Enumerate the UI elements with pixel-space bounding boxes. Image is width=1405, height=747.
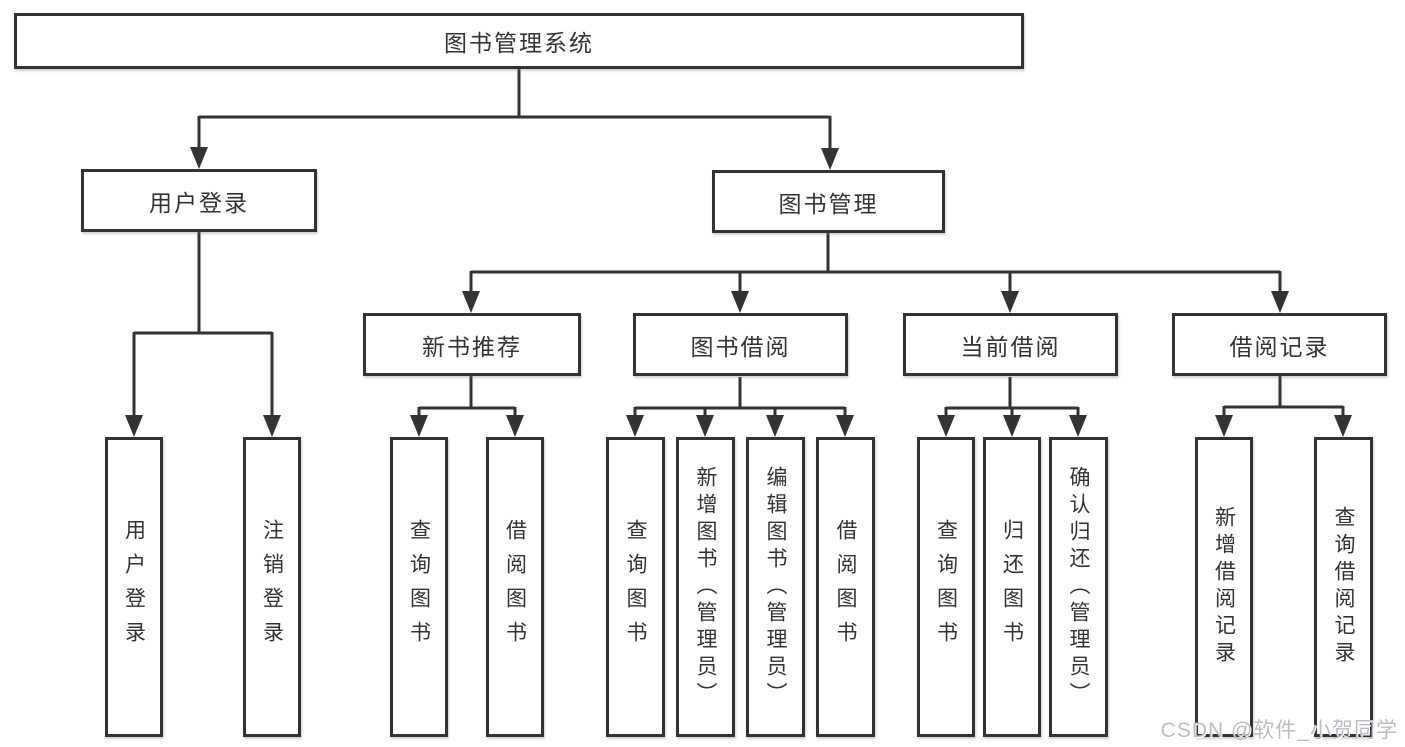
leaf-confirm-return-admin: 确认归还（管理员） (1049, 437, 1108, 737)
node-current-borrow: 当前借阅 (903, 313, 1118, 376)
leaf-query-books-3: 查询图书 (917, 437, 975, 737)
connector-shafts (132, 69, 1345, 418)
leaf-add-borrow-record: 新增借阅记录 (1195, 437, 1253, 737)
arrowheads (125, 147, 1352, 437)
leaf-query-books-1: 查询图书 (390, 437, 448, 737)
csdn-watermark: CSDN @软件_小贺同学 (1160, 719, 1398, 742)
leaf-borrow-books-2: 借阅图书 (816, 437, 875, 737)
leaf-add-book-admin: 新增图书（管理员） (676, 437, 735, 737)
node-user-login: 用户登录 (81, 169, 317, 232)
node-book-management: 图书管理 (712, 170, 945, 233)
leaf-logout: 注销登录 (243, 437, 301, 737)
leaf-user-login: 用户登录 (105, 437, 163, 737)
leaf-edit-book-admin: 编辑图书（管理员） (746, 437, 805, 737)
leaf-borrow-books-1: 借阅图书 (486, 437, 544, 737)
node-new-book-recommend: 新书推荐 (363, 313, 581, 376)
leaf-query-borrow-record: 查询借阅记录 (1314, 437, 1373, 737)
leaf-return-book: 归还图书 (983, 437, 1041, 737)
leaf-query-books-2: 查询图书 (606, 437, 665, 737)
node-book-borrow: 图书借阅 (633, 313, 848, 376)
node-root: 图书管理系统 (14, 13, 1024, 69)
node-borrow-records: 借阅记录 (1172, 313, 1387, 376)
